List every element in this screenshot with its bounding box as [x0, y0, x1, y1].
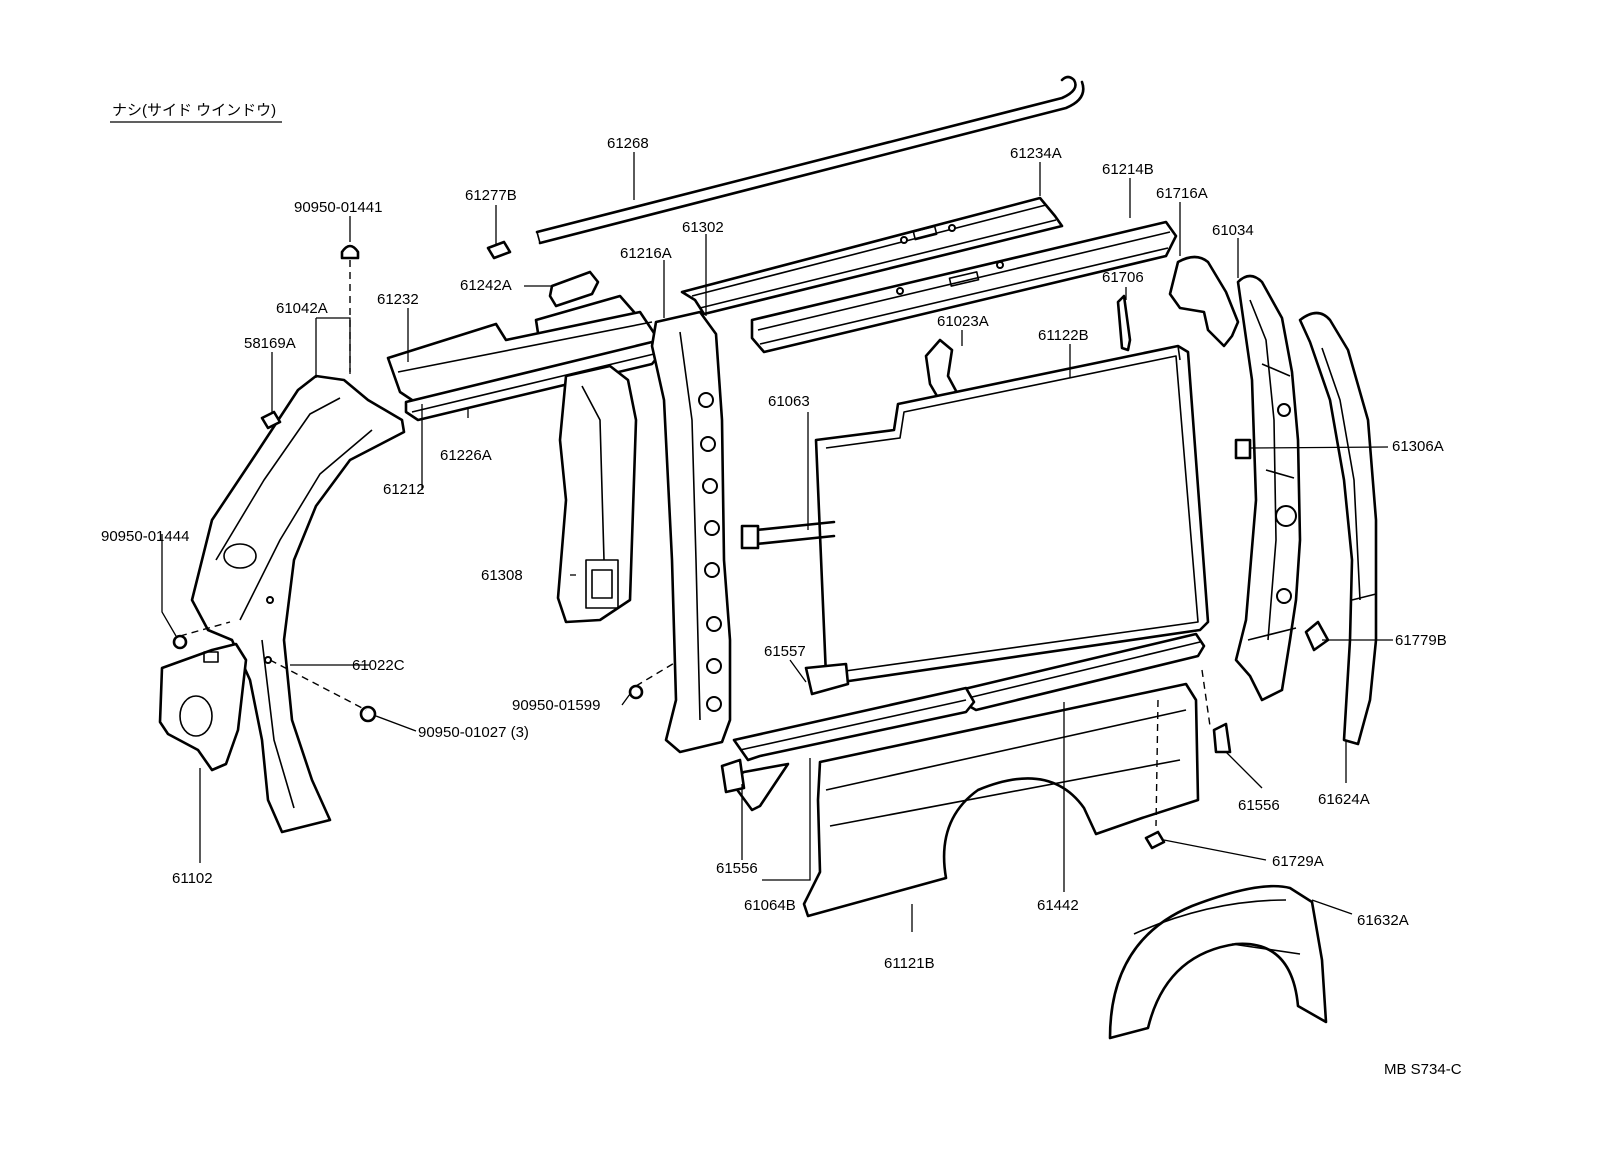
label-61556-right: 61556 — [1238, 797, 1280, 814]
label-90950-01027: 90950-01027 (3) — [418, 724, 529, 741]
label-61302: 61302 — [682, 219, 724, 236]
part-61042A-front-pillar — [190, 374, 406, 834]
diagram-code: MB S734-C — [1384, 1061, 1462, 1078]
label-61632A: 61632A — [1357, 912, 1409, 929]
part-90950-01441-plug — [340, 244, 360, 260]
dashed-line-01027 — [269, 659, 367, 711]
part-61063-rod — [740, 520, 836, 550]
part-61242A-bracket — [548, 270, 600, 308]
label-90950-01441: 90950-01441 — [294, 199, 382, 216]
header-note: ナシ(サイド ウインドウ) — [112, 102, 276, 119]
part-61214B-inner-rail — [750, 220, 1178, 354]
part-61234A-roof-rail — [680, 196, 1064, 316]
part-90950-01599-plug — [628, 684, 644, 700]
label-61102: 61102 — [172, 870, 213, 887]
part-61034-rear-pillar — [1234, 274, 1302, 702]
dashed-line-61556 — [1201, 669, 1211, 727]
label-61234A: 61234A — [1010, 145, 1062, 162]
callout-labels: 61268 61234A 61214B 61716A 61034 61277B … — [101, 135, 1447, 972]
part-61122B-window-panel — [814, 344, 1210, 684]
dashed-line-01444 — [179, 621, 231, 637]
part-61729A-clip — [1144, 830, 1166, 850]
part-61779B-bracket — [1304, 620, 1330, 652]
part-61556-bracket-right — [1212, 722, 1232, 754]
part-61632A-wheel-housing — [1108, 884, 1328, 1040]
part-61121B-quarter-panel — [802, 682, 1200, 918]
label-61214B: 61214B — [1102, 161, 1154, 178]
part-61064B-sill — [728, 686, 976, 812]
dashed-line-61729A — [1155, 699, 1159, 827]
label-61624A: 61624A — [1318, 791, 1370, 808]
label-90950-01599: 90950-01599 — [512, 697, 600, 714]
leader-lines — [161, 152, 1393, 932]
part-61716A-bracket — [1168, 255, 1240, 348]
part-61557-bracket — [804, 662, 850, 696]
label-61557: 61557 — [764, 643, 806, 660]
part-58169A-clip — [260, 410, 282, 430]
part-90950-01027-plug — [359, 705, 377, 723]
part-61023A-bracket — [924, 338, 964, 410]
label-61706: 61706 — [1102, 269, 1144, 286]
label-61226A: 61226A — [440, 447, 492, 464]
label-61216A: 61216A — [620, 245, 672, 262]
label-61042A: 61042A — [276, 300, 328, 317]
part-61556-bracket-left — [720, 758, 746, 794]
dashed-line-01599 — [635, 661, 677, 687]
label-61122B: 61122B — [1038, 327, 1089, 344]
label-61729A: 61729A — [1272, 853, 1324, 870]
part-61302-centre-pillar — [650, 310, 732, 754]
label-90950-01444: 90950-01444 — [101, 528, 189, 545]
label-61306A: 61306A — [1392, 438, 1444, 455]
label-61023A: 61023A — [937, 313, 989, 330]
label-61063: 61063 — [768, 393, 810, 410]
label-61277B: 61277B — [465, 187, 517, 204]
label-61779B: 61779B — [1395, 632, 1447, 649]
part-90950-01444-plug — [172, 634, 188, 650]
label-61064B: 61064B — [744, 897, 796, 914]
label-61242A: 61242A — [460, 277, 512, 294]
label-61308: 61308 — [481, 567, 523, 584]
label-61121B: 61121B — [884, 955, 935, 972]
label-58169A: 58169A — [244, 335, 296, 352]
part-61277B-clip — [486, 240, 512, 260]
part-61624A-outer-pillar — [1298, 311, 1378, 746]
label-61034: 61034 — [1212, 222, 1254, 239]
part-61306A-clip — [1234, 438, 1252, 460]
label-61022C: 61022C — [352, 657, 405, 674]
label-61232: 61232 — [377, 291, 419, 308]
label-61716A: 61716A — [1156, 185, 1208, 202]
label-61556-left: 61556 — [716, 860, 758, 877]
label-61442: 61442 — [1037, 897, 1079, 914]
part-61308-centre-panel — [556, 364, 638, 624]
part-61268-drip-rail — [535, 75, 1085, 245]
label-61268: 61268 — [607, 135, 649, 152]
part-61102-lower-panel — [158, 642, 248, 772]
part-61706-bracket — [1116, 294, 1132, 352]
label-61212: 61212 — [383, 481, 425, 498]
